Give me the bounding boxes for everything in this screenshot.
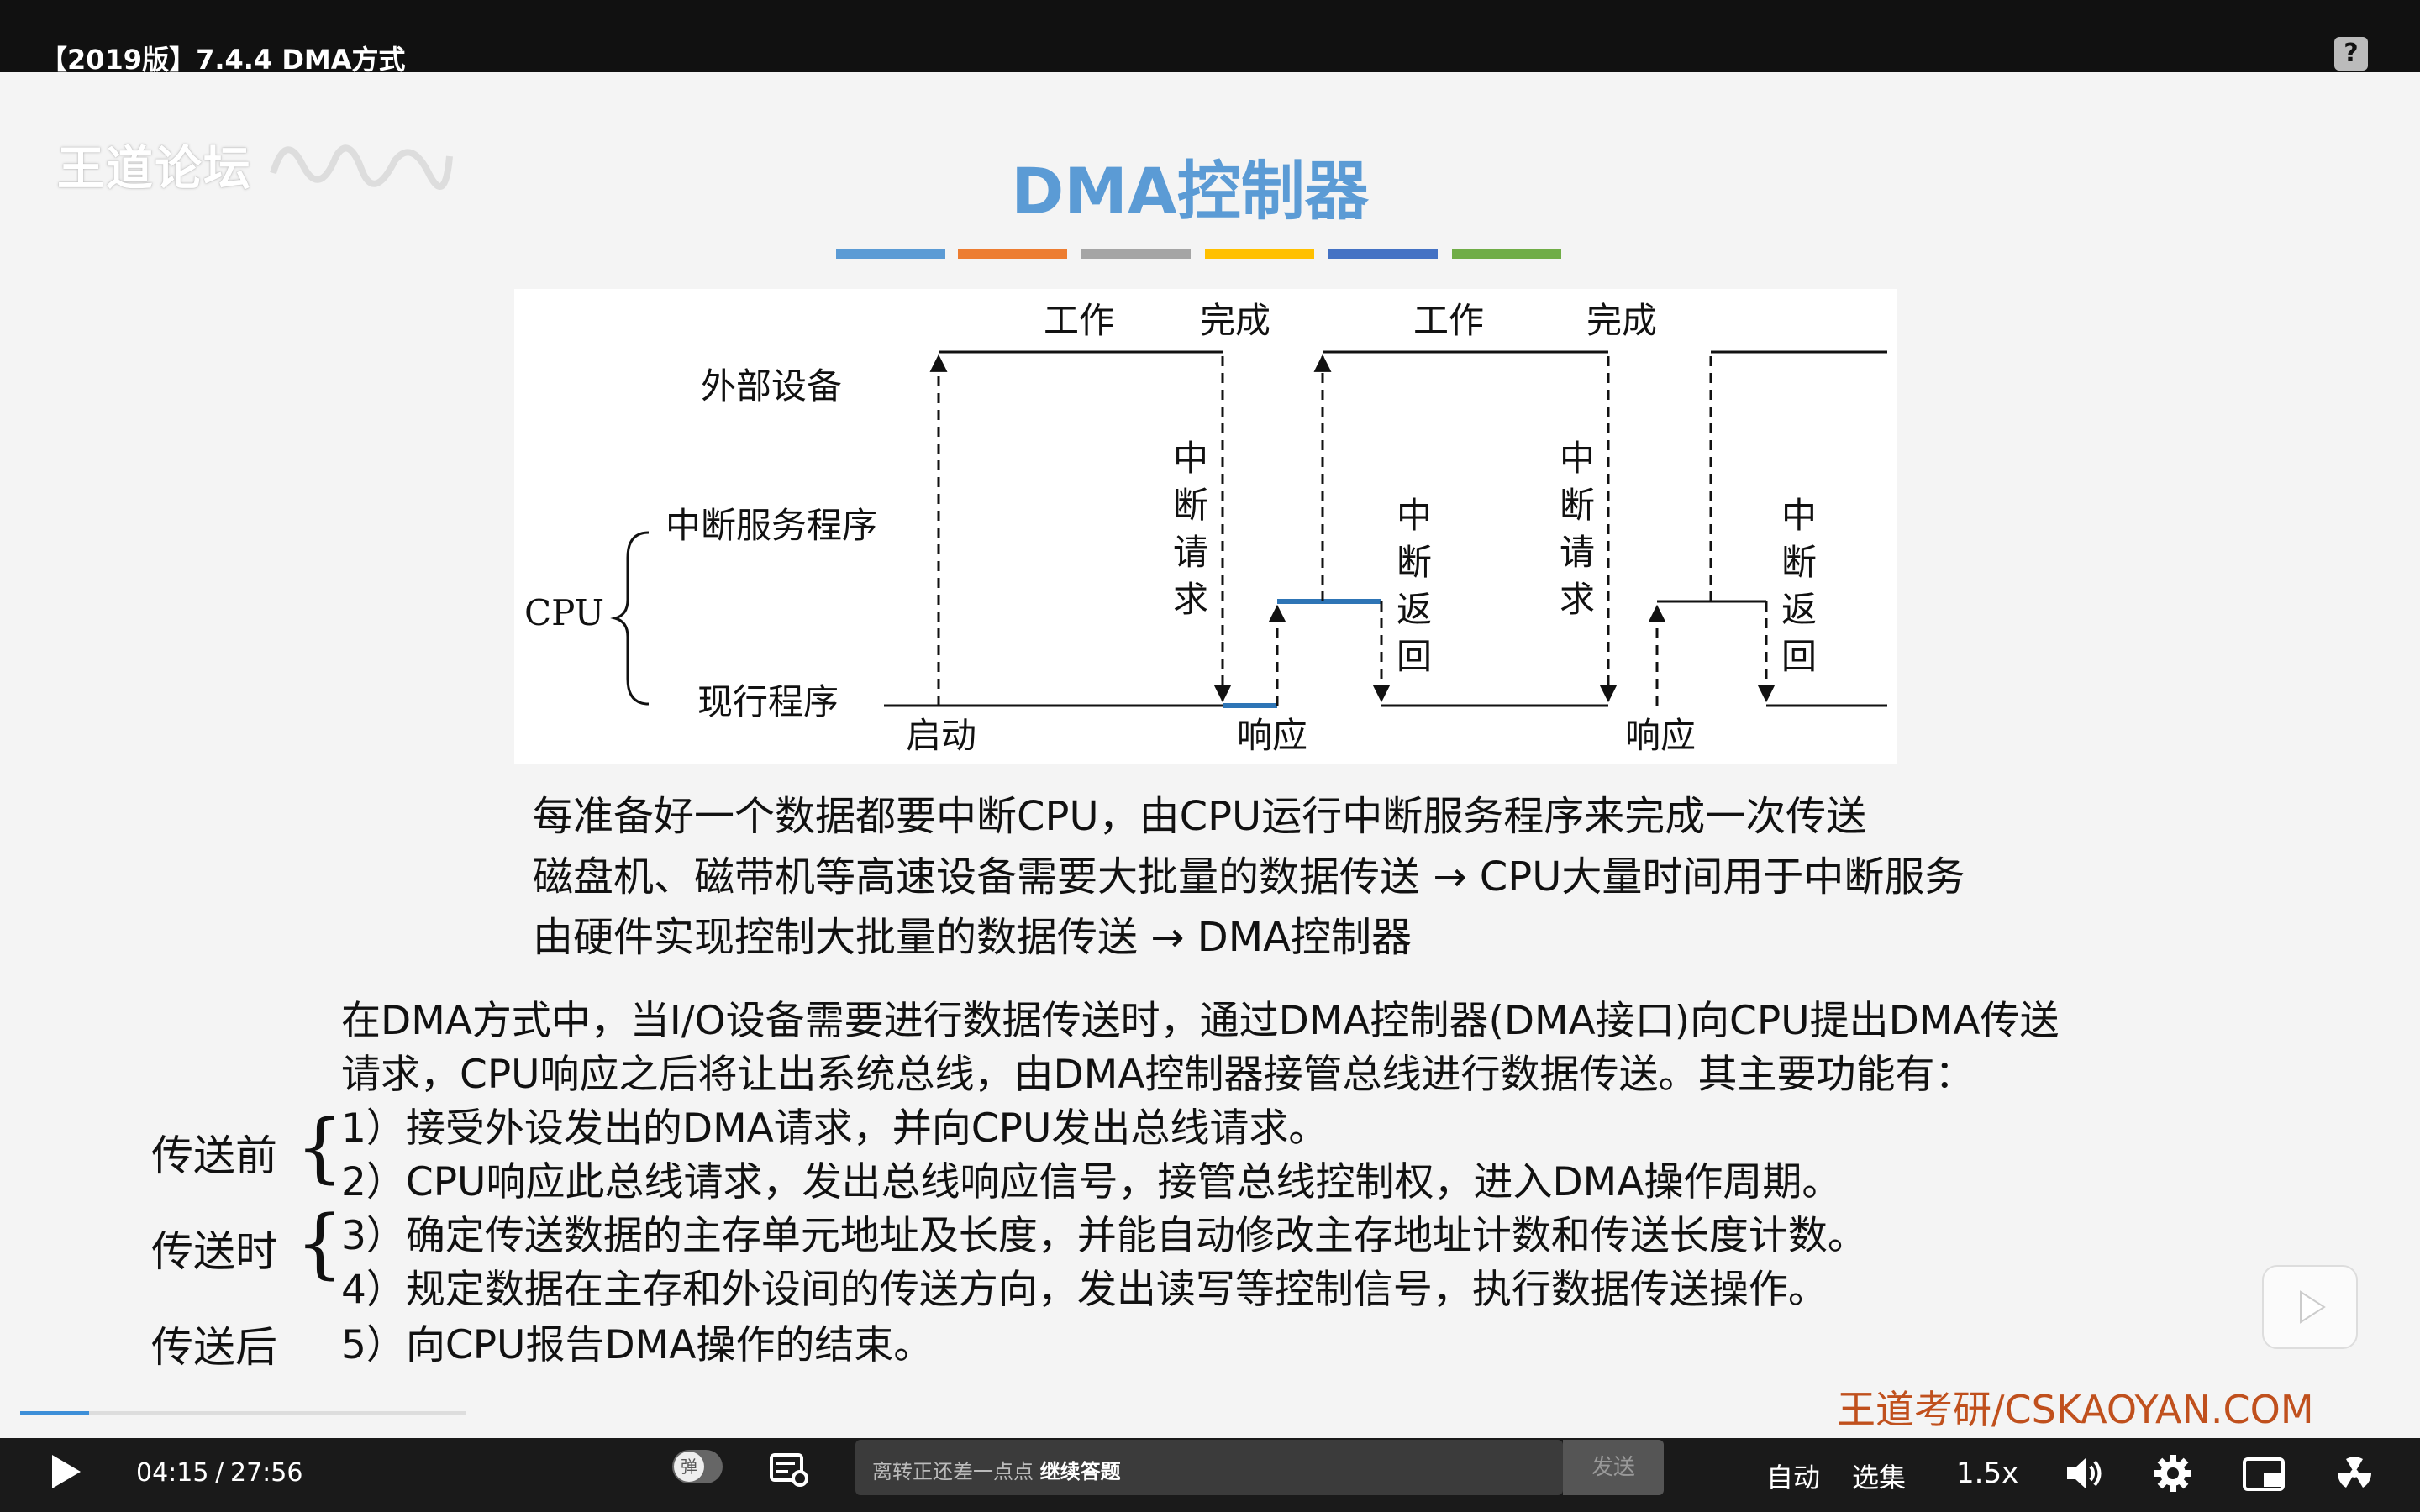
send-button[interactable]: 发送 [1563, 1440, 1664, 1495]
slide: 王道论坛 DMA控制器 外部设备 中断服务程序 CPU 现行程序 [0, 72, 2420, 1438]
done-label: 完成 [1200, 300, 1270, 341]
irq-char: 断 [1173, 485, 1208, 526]
iret-char: 断 [1397, 542, 1432, 583]
phase-brace: { [296, 1200, 345, 1288]
title-bar: 【2019版】7.4.4 DMA方式 ? [0, 0, 2420, 76]
function-item: 4）规定数据在主存和外设间的传送方向，发出读写等控制信号，执行数据传送操作。 [341, 1267, 1828, 1313]
current-time: 04:15 [136, 1458, 209, 1488]
irq-char: 请 [1560, 532, 1595, 573]
iret-char: 回 [1397, 636, 1432, 677]
timing-diagram: 外部设备 中断服务程序 CPU 现行程序 [514, 289, 1897, 764]
time-separator: / [215, 1458, 224, 1488]
cpu-label: CPU [524, 592, 604, 633]
done-label: 完成 [1586, 300, 1657, 341]
volume-icon[interactable] [2064, 1455, 2104, 1492]
summary-line: 由硬件实现控制大批量的数据传送 → DMA控制器 [533, 914, 1412, 961]
summary-line: 磁盘机、磁带机等高速设备需要大批量的数据传送 → CPU大量时间用于中断服务 [533, 853, 1965, 900]
iret-char: 断 [1781, 542, 1817, 583]
title-bar-segment [1205, 249, 1314, 259]
watermark-logo [270, 144, 453, 190]
iret-char: 回 [1781, 636, 1817, 677]
slide-title: DMA控制器 [1011, 154, 1369, 228]
video-title: 【2019版】7.4.4 DMA方式 [40, 44, 406, 76]
iret-char: 返 [1781, 589, 1817, 630]
progress-fill [20, 1411, 89, 1415]
episodes-button[interactable]: 选集 [1852, 1462, 1907, 1494]
title-bar-segment [1452, 249, 1561, 259]
irq-char: 请 [1173, 532, 1208, 573]
danmu-toggle[interactable]: 弹 [672, 1450, 723, 1483]
continue-answer-link[interactable]: 继续答题 [1039, 1460, 1121, 1483]
phase-before-label: 传送前 [151, 1131, 277, 1180]
danmu-input[interactable]: 离转正还差一点点 继续答题 [855, 1440, 1563, 1495]
brand-footer: 王道考研/CSKAOYAN.COM [1837, 1387, 2314, 1432]
isr-label: 中断服务程序 [666, 505, 877, 546]
phase-brace: { [296, 1104, 345, 1192]
watermark: 王道论坛 [57, 142, 252, 197]
help-icon[interactable]: ? [2334, 37, 2368, 71]
irq-char: 求 [1173, 579, 1208, 620]
quality-button[interactable]: 自动 [1766, 1462, 1821, 1494]
function-item: 2）CPU响应此总线请求，发出总线响应信号，接管总线控制权，进入DMA操作周期。 [341, 1159, 1842, 1205]
gear-icon[interactable] [2153, 1453, 2193, 1494]
irq-char: 求 [1560, 579, 1595, 620]
cpu-brace [610, 531, 650, 706]
progress-bar[interactable] [20, 1411, 466, 1415]
current-program-label: 现行程序 [697, 681, 839, 722]
pip-icon[interactable] [2242, 1457, 2286, 1492]
iret-char: 中 [1781, 495, 1817, 536]
phase-after-label: 传送后 [151, 1323, 277, 1372]
danmu-placeholder-text: 离转正还差一点点 [872, 1460, 1034, 1483]
function-item: 1）接受外设发出的DMA请求，并向CPU发出总线请求。 [341, 1105, 1328, 1152]
replay-icon[interactable] [2262, 1265, 2358, 1349]
title-bar-segment [1328, 249, 1438, 259]
iret-char: 返 [1397, 589, 1432, 630]
response-label: 响应 [1625, 715, 1696, 756]
play-icon[interactable] [47, 1452, 84, 1492]
danmu-settings-icon[interactable] [768, 1450, 810, 1488]
title-bar-segment [1081, 249, 1191, 259]
danmu-toggle-knob: 弹 [674, 1452, 704, 1482]
speed-button[interactable]: 1.5x [1956, 1457, 2019, 1490]
irq-char: 中 [1560, 438, 1595, 479]
title-bar-segment [836, 249, 945, 259]
response-label: 响应 [1237, 715, 1307, 756]
irq-char: 中 [1173, 438, 1208, 479]
work-label: 工作 [1044, 300, 1114, 341]
radiation-icon[interactable] [2334, 1453, 2375, 1494]
phase-during-label: 传送时 [151, 1227, 277, 1276]
paragraph-line: 在DMA方式中，当I/O设备需要进行数据传送时，通过DMA控制器(DMA接口)向… [341, 998, 2060, 1044]
summary-line: 每准备好一个数据都要中断CPU，由CPU运行中断服务程序来完成一次传送 [533, 793, 1867, 840]
work-label: 工作 [1413, 300, 1484, 341]
danmu-placeholder: 离转正还差一点点 继续答题 [872, 1455, 1121, 1484]
function-item: 5）向CPU报告DMA操作的结束。 [341, 1322, 934, 1368]
total-time: 27:56 [230, 1458, 303, 1488]
paragraph-line: 请求，CPU响应之后将让出系统总线，由DMA控制器接管总线进行数据传送。其主要功… [341, 1052, 1975, 1098]
control-bar: 04:15 / 27:56 弹 离转正还差一点点 继续答题 发送 自动 选集 1… [0, 1438, 2420, 1512]
function-item: 3）确定传送数据的主存单元地址及长度，并能自动修改主存地址计数和传送长度计数。 [341, 1213, 1867, 1259]
title-bar-segment [958, 249, 1067, 259]
start-label: 启动 [906, 715, 976, 756]
iret-char: 中 [1397, 495, 1432, 536]
external-device-label: 外部设备 [701, 365, 842, 407]
irq-char: 断 [1560, 485, 1595, 526]
